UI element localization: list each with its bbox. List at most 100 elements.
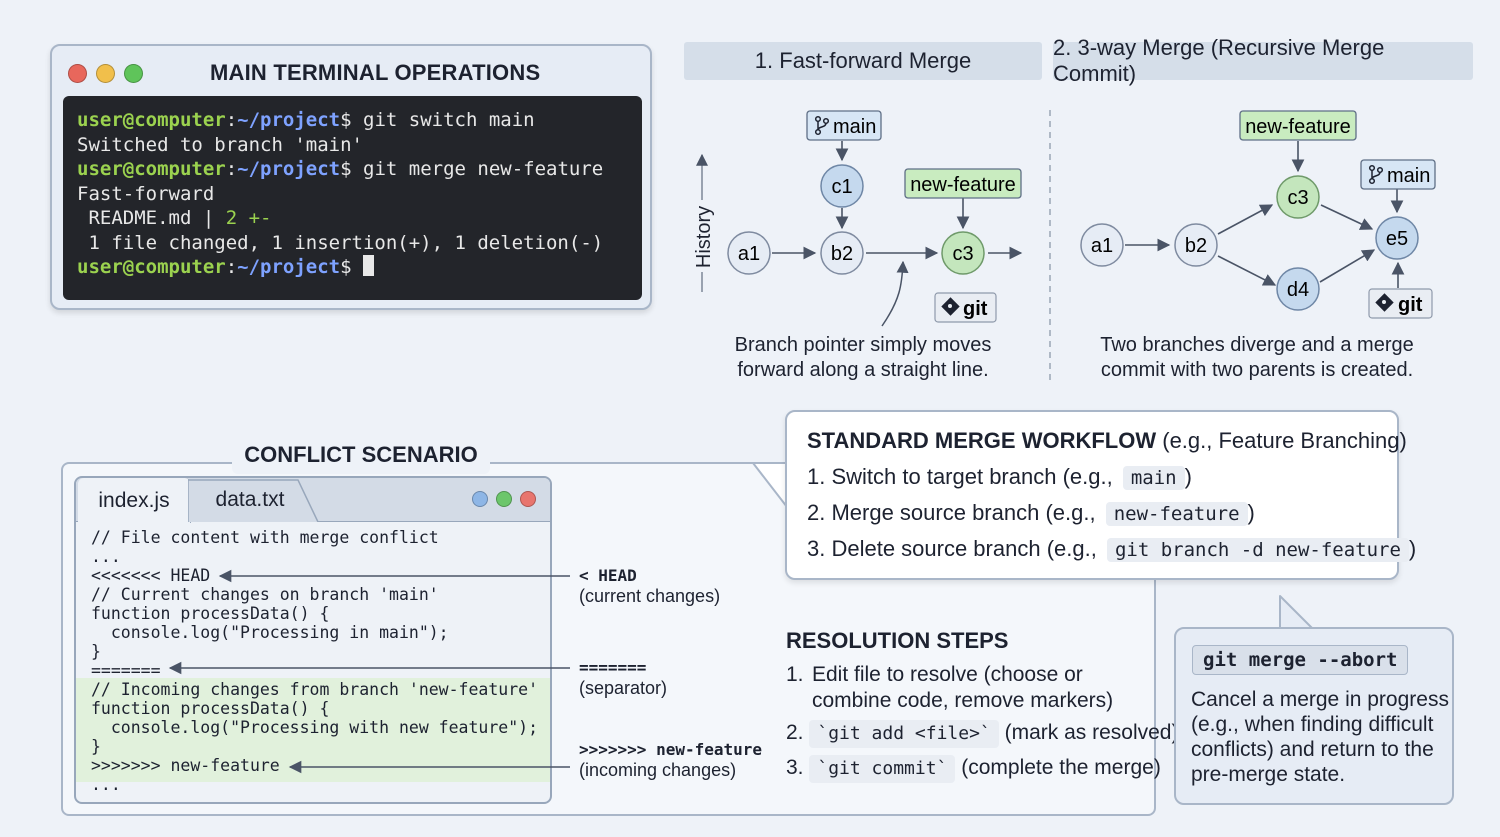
- ff-node-c3-label: c3: [952, 243, 973, 265]
- tw-git-text: git: [1398, 294, 1423, 316]
- tw-feature-label: new-feature: [1245, 116, 1351, 138]
- tw-caption-line: Two branches diverge and a merge: [1100, 334, 1414, 356]
- step-text: combine code, remove markers): [812, 689, 1114, 712]
- terminal-line: user@computer:~/project$ git switch main: [77, 109, 535, 131]
- code-line: console.log("Processing in main");: [91, 623, 449, 642]
- abort-callout-tail: [1279, 595, 1315, 631]
- code-line-incoming-marker: >>>>>>> new-feature: [91, 756, 280, 775]
- head-annotation: < HEAD (current changes): [579, 565, 720, 607]
- edge-c3-e5: [1320, 204, 1374, 230]
- step-text: (complete the merge): [955, 756, 1161, 779]
- incoming-highlight: [76, 678, 550, 782]
- tw-node-b2-label: b2: [1185, 235, 1207, 257]
- three-way-diagram: a1 b2 c3 d4 e5 new-feature main git: [1080, 110, 1436, 319]
- close-window-icon[interactable]: [68, 64, 87, 83]
- ff-caption: Branch pointer simply moves forward alon…: [700, 333, 1026, 383]
- workflow-step-text: 3. Delete source branch (e.g.,: [807, 536, 1103, 561]
- tab-data-txt[interactable]: data.txt: [215, 487, 285, 511]
- ff-node-a1-label: a1: [738, 243, 760, 265]
- workflow-title-bold: STANDARD MERGE WORKFLOW: [807, 428, 1157, 453]
- workflow-step-end: ): [1247, 500, 1255, 525]
- workflow-title-rest: (e.g., Feature Branching): [1156, 428, 1407, 453]
- ff-caption-line: Branch pointer simply moves: [734, 334, 992, 356]
- workflow-code-chip: main: [1122, 466, 1185, 490]
- tw-feature-label-box: [1239, 110, 1357, 141]
- terminal-command: git switch main: [363, 109, 535, 131]
- terminal-window: MAIN TERMINAL OPERATIONS user@computer:~…: [50, 44, 652, 310]
- workflow-code-chip: git branch -d new-feature: [1106, 538, 1409, 562]
- workflow-step-3: 3. Delete source branch (e.g., git branc…: [807, 536, 1416, 562]
- stat-count: 2: [225, 207, 249, 229]
- git-commit-chip: `git commit`: [809, 755, 956, 783]
- terminal-output: Switched to branch 'main': [77, 133, 363, 156]
- terminal-screen[interactable]: user@computer:~/project$ git switch main…: [63, 96, 642, 300]
- git-add-chip: `git add <file>`: [809, 720, 999, 748]
- editor-dot-red-icon: [520, 491, 536, 507]
- abort-description: Cancel a merge in progress (e.g., when f…: [1191, 688, 1449, 786]
- history-label: History: [693, 206, 715, 268]
- workflow-step-text: 1. Switch to target branch (e.g.,: [807, 464, 1119, 489]
- abort-command: git merge --abort: [1192, 645, 1409, 675]
- ff-diagram: History a1 b2 c1 c3 main new-feature: [688, 110, 1023, 327]
- tw-node-c3-label: c3: [1287, 187, 1308, 209]
- minimize-window-icon[interactable]: [96, 64, 115, 83]
- resolution-title: RESOLUTION STEPS: [786, 628, 1009, 653]
- ff-node-b2: [820, 231, 864, 275]
- ff-node-b2-label: b2: [831, 243, 853, 265]
- incoming-annotation: >>>>>>> new-feature (incoming changes): [579, 739, 762, 781]
- tw-node-d4-label: d4: [1287, 279, 1309, 301]
- terminal-title: MAIN TERMINAL OPERATIONS: [210, 60, 541, 85]
- code-content[interactable]: // File content with merge conflict ... …: [91, 528, 538, 794]
- workflow-step-1: 1. Switch to target branch (e.g., main): [807, 464, 1192, 490]
- stat-plusminus: +-: [248, 207, 272, 229]
- tw-node-a1: [1080, 223, 1124, 267]
- separator-marker-text: =======: [579, 658, 647, 677]
- editor-dot-blue-icon: [472, 491, 488, 507]
- separator-annotation: ======= (separator): [579, 657, 667, 699]
- workflow-step-2: 2. Merge source branch (e.g., new-featur…: [807, 500, 1255, 526]
- three-way-caption: Two branches diverge and a merge commit …: [1075, 333, 1439, 383]
- ff-feature-label-box: [904, 168, 1022, 199]
- caption-pointer-arrow: [881, 260, 909, 327]
- terminal-cursor: [363, 255, 375, 276]
- code-line: // Current changes on branch 'main': [91, 585, 439, 604]
- tab-data-txt-shape: [188, 479, 319, 522]
- branch-icon: [814, 115, 830, 136]
- tw-main-label: main: [1387, 165, 1430, 187]
- code-line: // File content with merge conflict: [91, 528, 439, 547]
- prompt-user: user@computer: [77, 109, 226, 131]
- editor-dot-green-icon: [496, 491, 512, 507]
- edge-b2-c3: [1217, 204, 1274, 235]
- edge-b2-d4: [1217, 255, 1277, 286]
- tw-node-e5: [1375, 216, 1419, 260]
- step-number: 1.: [786, 663, 804, 686]
- resolution-step-3: 3. `git commit` (complete the merge): [786, 755, 1161, 783]
- ff-feature-label: new-feature: [910, 174, 1016, 196]
- terminal-line: user@computer:~/project$ git merge new-f…: [77, 158, 604, 180]
- tw-node-d4: [1276, 267, 1320, 311]
- terminal-line: user@computer:~/project$: [77, 255, 628, 280]
- git-logo-icon: [941, 297, 960, 316]
- workflow-code-chip: new-feature: [1105, 502, 1248, 526]
- code-line: }: [91, 737, 101, 756]
- incoming-marker-text: >>>>>>> new-feature: [579, 740, 763, 759]
- edge-d4-e5: [1319, 249, 1376, 283]
- terminal-command: git merge new-feature: [363, 158, 604, 180]
- workflow-title: STANDARD MERGE WORKFLOW (e.g., Feature B…: [807, 428, 1407, 454]
- workflow-callout-tail: [752, 462, 788, 508]
- code-editor: index.js data.txt // File content with m…: [74, 476, 552, 804]
- code-line: console.log("Processing with new feature…: [91, 718, 539, 737]
- tw-caption-line: commit with two parents is created.: [1100, 359, 1414, 381]
- code-line: // Incoming changes from branch 'new-fea…: [91, 680, 539, 699]
- workflow-step-end: ): [1184, 464, 1192, 489]
- ff-node-a1: [727, 231, 771, 275]
- code-line: ...: [91, 775, 121, 794]
- code-line: function processData() {: [91, 604, 330, 623]
- ff-caption-line: forward along a straight line.: [737, 359, 989, 381]
- separator-desc-text: (separator): [579, 678, 668, 698]
- resolution-step-1: 1. Edit file to resolve (choose or combi…: [786, 662, 1113, 712]
- tw-node-e5-label: e5: [1386, 228, 1408, 250]
- maximize-window-icon[interactable]: [124, 64, 143, 83]
- step-text: Edit file to resolve (choose or: [812, 663, 1083, 686]
